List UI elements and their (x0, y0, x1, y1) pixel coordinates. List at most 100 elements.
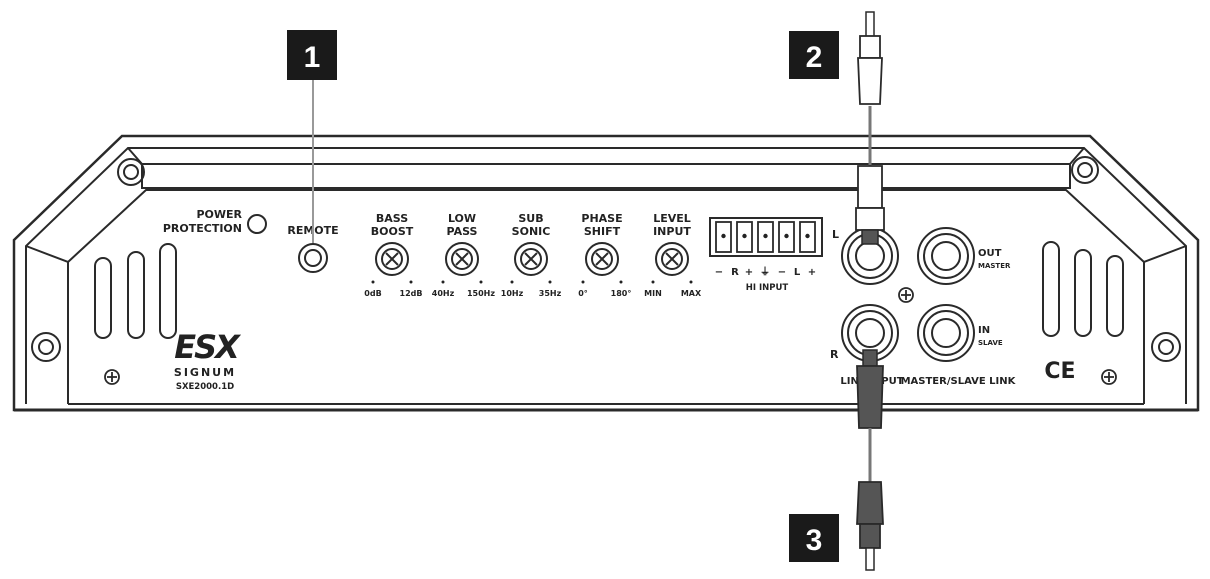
knob-cross-b (595, 252, 609, 266)
knob-min-label: 0dB (364, 289, 381, 298)
ce-mark: CE (1044, 359, 1075, 384)
protection-led (247, 214, 267, 234)
knob-title-line2: PASS (447, 225, 478, 238)
amplifier-housing (12, 134, 1200, 412)
rca-cable-bottom (856, 349, 884, 571)
hi-input-terminal (709, 217, 823, 257)
power-label: POWER (196, 208, 242, 221)
corner-screw-tr (1071, 156, 1099, 184)
knob-inner-ring (451, 248, 473, 270)
callout-2-number: 2 (806, 41, 823, 74)
knob-cross-b (665, 252, 679, 266)
knob-title-line1: SUB (518, 212, 543, 225)
knob-max-dot (479, 280, 483, 284)
callout-1: 1 (287, 30, 337, 80)
master-label: MASTER (978, 262, 1011, 270)
knob-outer-ring (445, 242, 479, 276)
terminal-slot (799, 221, 816, 253)
knob-cross-b (455, 252, 469, 266)
terminal-slot (778, 221, 795, 253)
esx-logo: ESX (174, 328, 241, 366)
corner-screw-tl (117, 158, 145, 186)
knob-min-label: 40Hz (432, 289, 455, 298)
terminal-screw (799, 221, 816, 253)
knob-title-line1: LEVEL (653, 212, 691, 225)
callout-1-number: 1 (304, 41, 321, 74)
knob-title-line2: SHIFT (584, 225, 621, 238)
knob-max-label: MAX (681, 289, 702, 298)
knob-max-dot (689, 280, 693, 284)
terminal-sign: L (794, 267, 801, 278)
knob-outer-ring (514, 242, 548, 276)
knob-min-dot (651, 280, 655, 284)
knob-max-label: 180° (611, 289, 632, 298)
knob-max-label: 12dB (400, 289, 423, 298)
vent-slots-left (94, 243, 177, 339)
knob-min-dot (581, 280, 585, 284)
ground-screw-left (104, 369, 120, 385)
knob-inner-ring (520, 248, 542, 270)
knob-min-dot (441, 280, 445, 284)
rca-cable-top (855, 11, 885, 245)
knob-title-line1: BASS (376, 212, 408, 225)
callout-3-number: 3 (806, 524, 823, 557)
terminal-sign: + (745, 267, 753, 278)
terminal-dot (784, 233, 789, 239)
knob-outer-ring (585, 242, 619, 276)
signum-label: SIGNUM (174, 366, 236, 379)
knob-outer-ring (375, 242, 409, 276)
terminal-screw (757, 221, 774, 253)
knob-title-line2: INPUT (653, 225, 691, 238)
knob-title-line1: LOW (448, 212, 476, 225)
in-label: IN (978, 325, 990, 336)
knob-outer-ring (655, 242, 689, 276)
knob-min-dot (371, 280, 375, 284)
knob-inner-ring (661, 248, 683, 270)
line-l-label: L (832, 228, 839, 241)
terminal-screw (715, 221, 732, 253)
hi-input-label: HI INPUT (746, 283, 789, 293)
ground-screw-mid (898, 287, 914, 303)
hi-input-signs: −R+⏚−L+ (715, 266, 816, 278)
callout-3: 3 (789, 514, 839, 562)
out-label: OUT (978, 248, 1002, 259)
knob-min-label: 10Hz (501, 289, 524, 298)
terminal-dot (721, 233, 726, 239)
knob-inner-ring (381, 248, 403, 270)
terminal-screw (736, 221, 753, 253)
terminal-dot (763, 233, 768, 239)
terminal-screw (778, 221, 795, 253)
knob-title-line2: BOOST (371, 225, 414, 238)
terminal-slot (757, 221, 774, 253)
terminal-slot (715, 221, 732, 253)
corner-screw-right (1151, 332, 1181, 362)
knob-cross-b (524, 252, 538, 266)
master-slave-link-label: MASTER/SLAVE LINK (901, 376, 1017, 387)
protection-label: PROTECTION (163, 222, 242, 235)
in-slave-jack (917, 304, 975, 362)
knob-min-label: 0° (578, 289, 588, 298)
callout-2: 2 (789, 31, 839, 79)
terminal-sign: R (731, 267, 739, 278)
knob-max-dot (619, 280, 623, 284)
corner-screw-left (31, 332, 61, 362)
knob-inner-ring (591, 248, 613, 270)
model-label: SXE2000.1D (176, 382, 234, 392)
terminal-sign: + (808, 267, 816, 278)
out-master-jack (917, 227, 975, 285)
terminal-sign: ⏚ (760, 266, 770, 278)
knob-max-dot (409, 280, 413, 284)
terminal-dot (805, 233, 810, 239)
line-r-label: R (830, 348, 839, 361)
knob-cross-b (385, 252, 399, 266)
terminal-sign: − (778, 267, 786, 278)
knob-title-line1: PHASE (581, 212, 622, 225)
knob-max-dot (548, 280, 552, 284)
